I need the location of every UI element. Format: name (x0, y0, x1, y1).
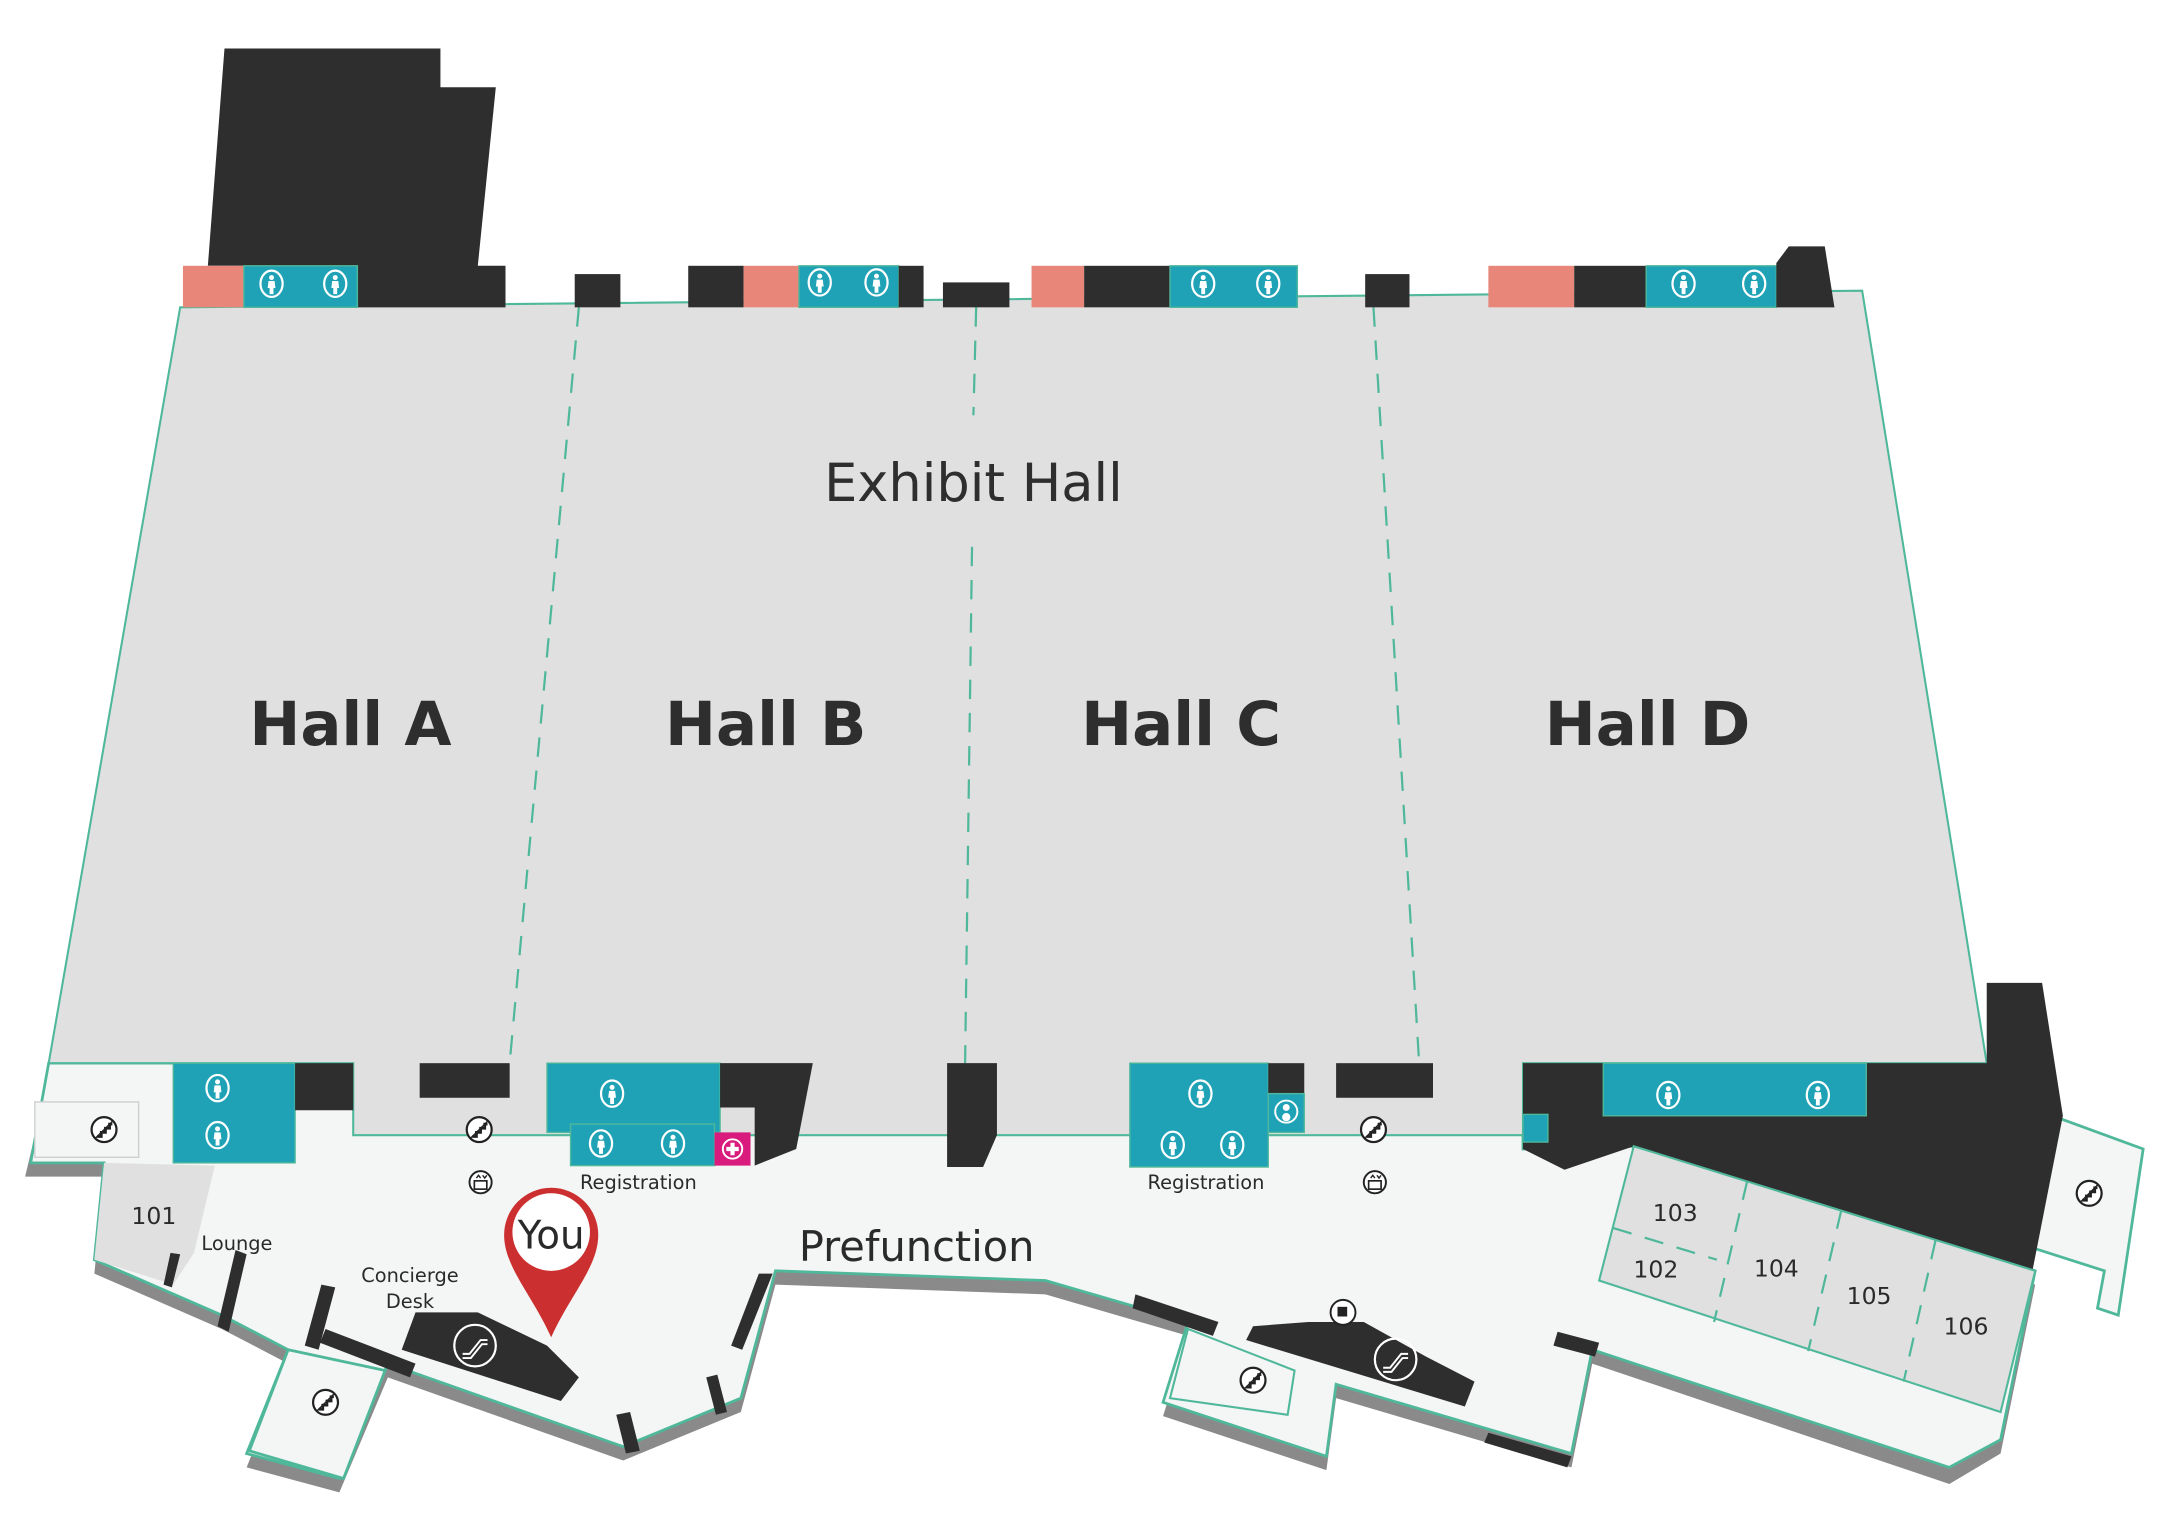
stair-annex-south-east (1168, 1327, 1296, 1416)
service-room (1488, 265, 1575, 308)
wall-block (942, 282, 1010, 308)
meeting-rooms (1597, 1144, 2037, 1414)
room-102-label: 102 (1633, 1256, 1678, 1284)
wall-block (1776, 246, 1835, 308)
concierge-desk-label: Desk (386, 1290, 435, 1313)
room-103-label: 103 (1653, 1199, 1698, 1227)
wall (163, 1252, 181, 1288)
stairs-icon[interactable] (90, 1115, 118, 1144)
room-101-label: 101 (131, 1202, 176, 1230)
wall (304, 1284, 336, 1350)
wall-block (1336, 1063, 1434, 1098)
you-label: You (517, 1214, 585, 1259)
family-room-icon[interactable] (1267, 1092, 1305, 1134)
stairs-icon[interactable] (465, 1115, 494, 1144)
column (947, 1063, 997, 1167)
room-101[interactable] (94, 1162, 215, 1285)
elevator-icon[interactable] (468, 1170, 493, 1195)
escalator-west[interactable] (401, 1312, 579, 1401)
wall-block (1574, 265, 1647, 308)
service-block-east (1522, 982, 2063, 1271)
stairs-icon[interactable] (1359, 1115, 1388, 1144)
hall-b-label: Hall B (665, 689, 866, 760)
room-divider (1902, 1240, 1937, 1382)
room-divider (1612, 1226, 1718, 1261)
prefunction-label: Prefunction (799, 1222, 1035, 1271)
registration-west-label: Registration (580, 1171, 697, 1194)
wall (731, 1273, 773, 1350)
room-105-label: 105 (1847, 1282, 1892, 1310)
lounge-label: Lounge (201, 1232, 272, 1255)
room-divider (1807, 1209, 1843, 1352)
wall (706, 1374, 727, 1415)
hall-d-label: Hall D (1545, 689, 1751, 760)
column (574, 274, 621, 308)
you-are-here-marker[interactable]: You (504, 1187, 599, 1338)
service-block-nw (207, 48, 506, 308)
restroom-block[interactable] (1169, 265, 1299, 309)
column (1365, 274, 1410, 308)
registration-east-label: Registration (1148, 1171, 1265, 1194)
wall-block (720, 1063, 813, 1166)
escalator-east[interactable] (1246, 1322, 1475, 1407)
stairs-icon[interactable] (1239, 1366, 1267, 1395)
room-106-label: 106 (1944, 1312, 1989, 1340)
wall-block (1084, 265, 1170, 308)
stairs-icon[interactable] (311, 1388, 340, 1417)
restroom-block[interactable] (546, 1062, 721, 1134)
stairwell (34, 1101, 140, 1158)
wall (1553, 1331, 1600, 1357)
wall-block (688, 265, 744, 308)
hall-c-label: Hall C (1081, 689, 1281, 760)
service-room (182, 265, 244, 308)
wall (1484, 1432, 1572, 1468)
wall (1132, 1294, 1219, 1336)
wall (320, 1328, 416, 1378)
coffee-icon[interactable] (1329, 1298, 1357, 1326)
restroom-block[interactable] (172, 1062, 296, 1164)
wall-block (295, 1063, 354, 1111)
service-room (1031, 265, 1085, 308)
first-aid-icon[interactable] (714, 1132, 751, 1166)
wall (616, 1412, 640, 1454)
wall-block (898, 265, 924, 308)
elevator-icon[interactable] (1362, 1170, 1387, 1195)
restroom-block (569, 1123, 716, 1167)
wall-block (419, 1063, 510, 1098)
restroom-block[interactable] (1129, 1062, 1269, 1168)
hall-a-label: Hall A (249, 689, 451, 760)
exhibit-hall-title: Exhibit Hall (824, 453, 1123, 514)
wall (217, 1250, 247, 1332)
room-divider (1712, 1180, 1749, 1323)
service-room (743, 265, 799, 308)
stairs-icon[interactable] (2075, 1179, 2104, 1208)
room-104-label: 104 (1754, 1254, 1799, 1282)
stair-annex-south (247, 1348, 387, 1481)
divider-b-c-top (972, 307, 978, 416)
divider-a-b (508, 307, 580, 1064)
wall-block (1268, 1063, 1305, 1094)
concierge-label: Concierge (361, 1264, 458, 1287)
restroom-block (1522, 1113, 1549, 1143)
divider-c-d (1372, 307, 1421, 1064)
